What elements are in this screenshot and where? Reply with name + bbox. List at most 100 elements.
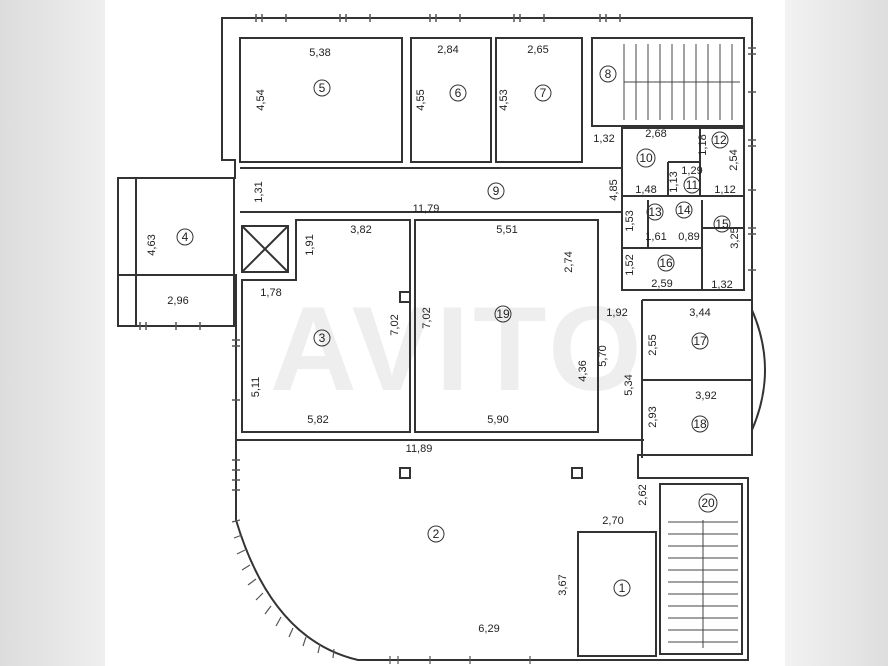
dimension-label: 5,82 <box>307 414 328 426</box>
svg-text:6: 6 <box>455 86 462 100</box>
svg-text:4: 4 <box>182 230 189 244</box>
dimension-label: 4,36 <box>577 360 589 381</box>
walls <box>117 17 766 661</box>
dimension-label: 4,85 <box>608 179 620 200</box>
dimension-label: 2,96 <box>167 295 188 307</box>
watermark: AVITO <box>270 282 646 416</box>
dimension-label: 2,74 <box>563 251 575 272</box>
dimension-label: 4,63 <box>146 234 158 255</box>
dimension-label: 1,32 <box>593 133 614 145</box>
dimension-label: 2,93 <box>647 406 659 427</box>
dimension-label: 1,91 <box>304 234 316 255</box>
dimension-label: 2,70 <box>602 515 623 527</box>
dimension-label: 1,53 <box>624 210 636 231</box>
svg-text:17: 17 <box>693 334 707 348</box>
svg-text:14: 14 <box>677 203 691 217</box>
dimension-label: 1,78 <box>260 287 281 299</box>
room-label-14: 14 <box>675 201 693 219</box>
dimension-label: 1,13 <box>668 171 680 192</box>
right-blur-margin <box>785 0 888 666</box>
room-label-4: 4 <box>176 228 194 246</box>
svg-text:18: 18 <box>693 417 707 431</box>
dimension-label: 3,67 <box>557 574 569 595</box>
dimension-label: 2,55 <box>647 334 659 355</box>
dimension-label: 5,38 <box>309 47 330 59</box>
svg-text:7: 7 <box>540 86 547 100</box>
dimension-label: 2,68 <box>645 128 666 140</box>
dimension-label: 1,92 <box>606 307 627 319</box>
room-label-6: 6 <box>449 84 467 102</box>
room-label-12: 12 <box>711 131 729 149</box>
dimension-label: 1,31 <box>253 181 265 202</box>
dimension-label: 7,02 <box>421 307 433 328</box>
stairs-20-treads <box>668 520 738 648</box>
dimension-labels: 5,38 4,54 2,84 4,55 2,65 4,53 1,32 2,68 … <box>146 44 741 635</box>
dimension-label: 1,18 <box>697 134 709 155</box>
dimension-label: 3,44 <box>689 307 710 319</box>
dimension-label: 3,92 <box>695 390 716 402</box>
dimension-label: 1,61 <box>645 231 666 243</box>
svg-text:5: 5 <box>319 81 326 95</box>
svg-text:20: 20 <box>701 496 715 510</box>
dimension-label: 1,52 <box>624 254 636 275</box>
svg-text:8: 8 <box>605 67 612 81</box>
svg-text:11: 11 <box>686 178 699 192</box>
left-blur-margin <box>0 0 105 666</box>
room-label-20: 20 <box>698 493 718 513</box>
svg-text:1: 1 <box>619 581 626 595</box>
dimension-label: 1,29 <box>681 165 702 177</box>
room-label-15: 15 <box>713 215 731 233</box>
dimension-label: 4,54 <box>255 89 267 110</box>
dimension-label: 2,65 <box>527 44 548 56</box>
svg-text:13: 13 <box>648 205 662 219</box>
svg-text:9: 9 <box>493 184 500 198</box>
room-label-5: 5 <box>313 79 331 97</box>
dimension-label: 2,62 <box>637 484 649 505</box>
dimension-label: 3,25 <box>729 227 741 248</box>
dimension-label: 11,79 <box>413 203 440 215</box>
dimension-label: 11,89 <box>406 443 433 455</box>
room-label-8: 8 <box>599 65 617 83</box>
svg-text:10: 10 <box>639 151 653 165</box>
dimension-label: 4,53 <box>498 89 510 110</box>
room-label-16: 16 <box>657 254 675 272</box>
dimension-label: 2,59 <box>651 278 672 290</box>
room-label-1: 1 <box>613 579 631 597</box>
dimension-label: 2,84 <box>437 44 458 56</box>
room-label-2: 2 <box>427 525 445 543</box>
dimension-label: 5,70 <box>597 345 609 366</box>
room-label-7: 7 <box>534 84 552 102</box>
dimension-label: 4,55 <box>415 89 427 110</box>
dimension-label: 5,11 <box>250 377 262 398</box>
room-label-17: 17 <box>691 332 709 350</box>
dimension-label: 5,51 <box>496 224 517 236</box>
dimension-label: 5,34 <box>623 374 635 395</box>
dimension-label: 5,90 <box>487 414 508 426</box>
dimension-label: 7,02 <box>389 314 401 335</box>
svg-text:19: 19 <box>496 307 510 321</box>
room-labels: 1 2 3 4 5 6 7 8 9 10 11 12 13 14 15 16 1… <box>176 65 731 597</box>
svg-text:16: 16 <box>659 256 673 270</box>
dimension-label: 3,82 <box>350 224 371 236</box>
room-label-19: 19 <box>494 305 512 323</box>
dimension-label: 1,32 <box>711 279 732 291</box>
dimension-label: 2,54 <box>728 149 740 170</box>
room-label-11: 11 <box>683 176 701 194</box>
dimension-label: 1,48 <box>635 184 656 196</box>
room-label-18: 18 <box>691 415 709 433</box>
svg-text:15: 15 <box>715 217 729 231</box>
svg-text:3: 3 <box>319 331 326 345</box>
room-label-13: 13 <box>646 203 664 221</box>
room-label-9: 9 <box>487 182 505 200</box>
curved-wall-hatch <box>231 519 531 664</box>
room-label-10: 10 <box>636 148 656 168</box>
windows <box>139 14 756 491</box>
svg-text:2: 2 <box>433 527 440 541</box>
dimension-label: 1,12 <box>714 184 735 196</box>
dimension-label: 6,29 <box>478 623 499 635</box>
svg-text:12: 12 <box>713 133 727 147</box>
stairs-8-treads <box>623 44 740 120</box>
room-label-3: 3 <box>313 329 331 347</box>
